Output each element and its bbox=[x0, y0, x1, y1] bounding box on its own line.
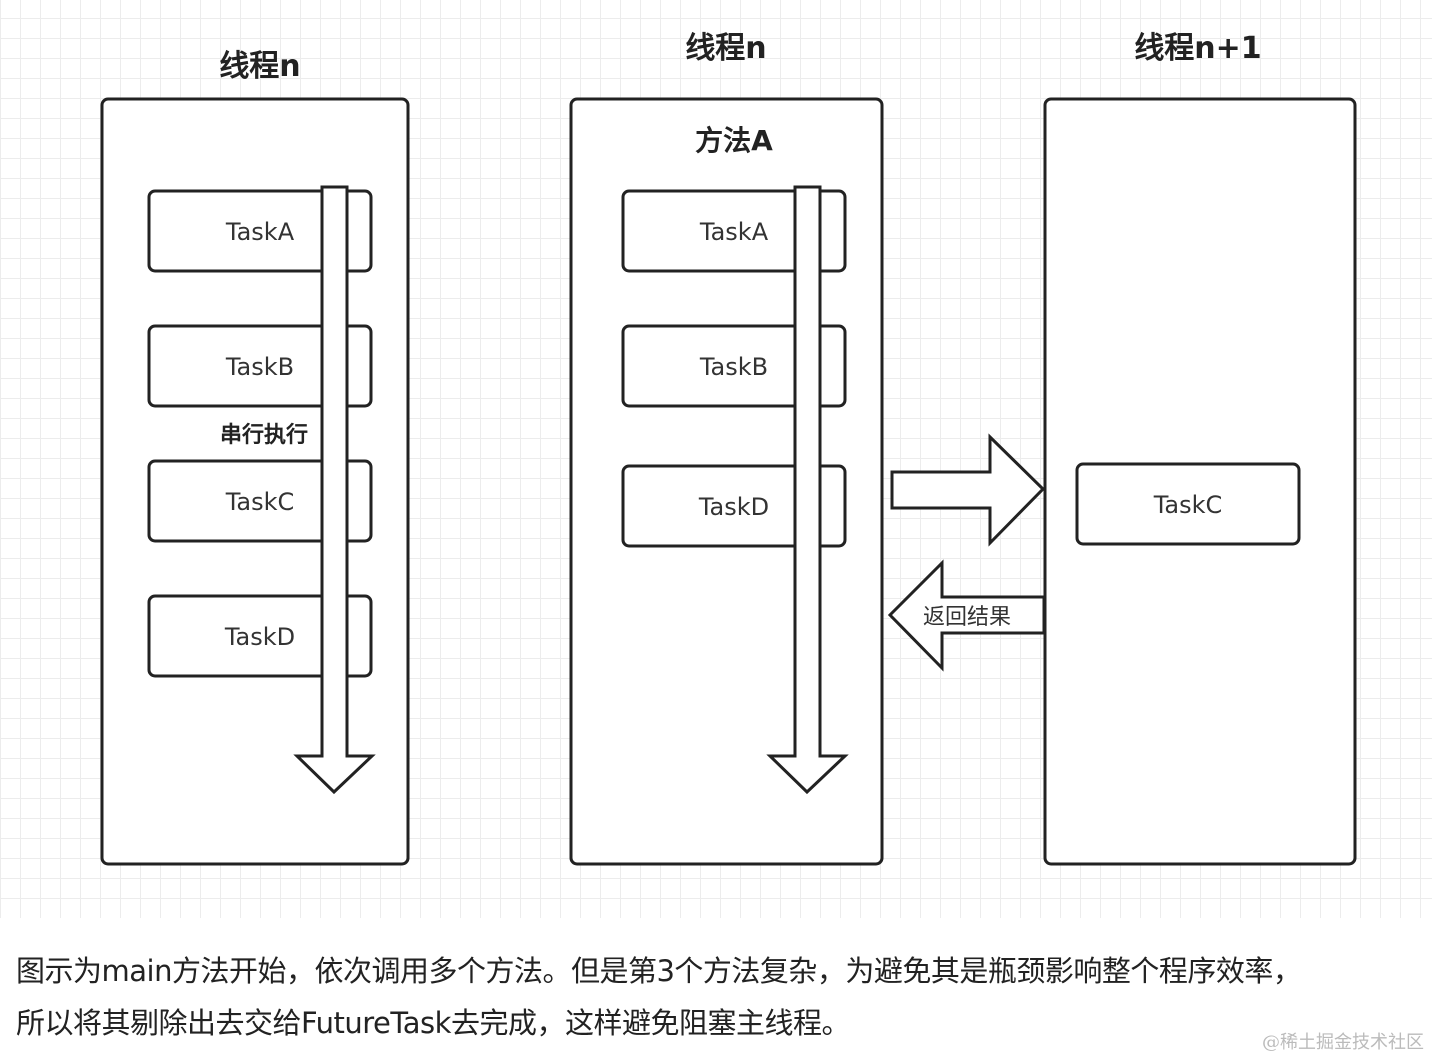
task-label: TaskA bbox=[699, 218, 769, 246]
task-label: TaskB bbox=[225, 353, 294, 381]
task-label: TaskC bbox=[225, 488, 295, 516]
task-box bbox=[147, 189, 373, 273]
lane-2-title: 线程n bbox=[685, 31, 766, 66]
task-box bbox=[147, 594, 373, 678]
return-left-arrow bbox=[887, 559, 1046, 672]
lane-3-title: 线程n+1 bbox=[1134, 31, 1261, 66]
task-box bbox=[1075, 462, 1301, 546]
task-label: TaskB bbox=[699, 353, 768, 381]
task-label: TaskD bbox=[224, 623, 295, 651]
caption: 图示为main方法开始，依次调用多个方法。但是第3个方法复杂，为避免其是瓶颈影响… bbox=[16, 945, 1426, 1049]
task-label: TaskC bbox=[1153, 491, 1223, 519]
caption-line-2: 所以将其剔除出去交给FutureTask去完成，这样避免阻塞主线程。 bbox=[16, 1006, 850, 1040]
serial-down-arrow-1 bbox=[293, 185, 376, 795]
task-box bbox=[147, 324, 373, 408]
task-box bbox=[621, 464, 847, 548]
watermark: @稀土掘金技术社区 bbox=[1262, 1032, 1424, 1053]
flow-diagram: 线程n 线程n 线程n+1 方法A TaskA TaskB TaskC Task… bbox=[100, 31, 1357, 866]
serial-execution-label: 串行执行 bbox=[220, 422, 308, 448]
lane-1-task: TaskC bbox=[147, 459, 373, 543]
method-label: 方法A bbox=[695, 124, 773, 157]
lane-1-task: TaskA bbox=[147, 189, 373, 273]
lane-2-task: TaskB bbox=[621, 324, 847, 408]
task-box bbox=[621, 189, 847, 273]
dispatch-right-arrow bbox=[890, 433, 1046, 547]
task-box bbox=[621, 324, 847, 408]
caption-line-1: 图示为main方法开始，依次调用多个方法。但是第3个方法复杂，为避免其是瓶颈影响… bbox=[16, 954, 1302, 988]
lane-1-task: TaskB bbox=[147, 324, 373, 408]
task-box bbox=[147, 459, 373, 543]
lane-1-task: TaskD bbox=[147, 594, 373, 678]
lane-2-task: TaskA bbox=[621, 189, 847, 273]
task-label: TaskD bbox=[698, 493, 769, 521]
lane-2-task: TaskD bbox=[621, 464, 847, 548]
serial-down-arrow-2 bbox=[766, 185, 849, 795]
task-label: TaskA bbox=[225, 218, 295, 246]
return-result-label: 返回结果 bbox=[923, 605, 1011, 630]
lane-1-title: 线程n bbox=[219, 49, 300, 84]
lane-3-task: TaskC bbox=[1075, 462, 1301, 546]
